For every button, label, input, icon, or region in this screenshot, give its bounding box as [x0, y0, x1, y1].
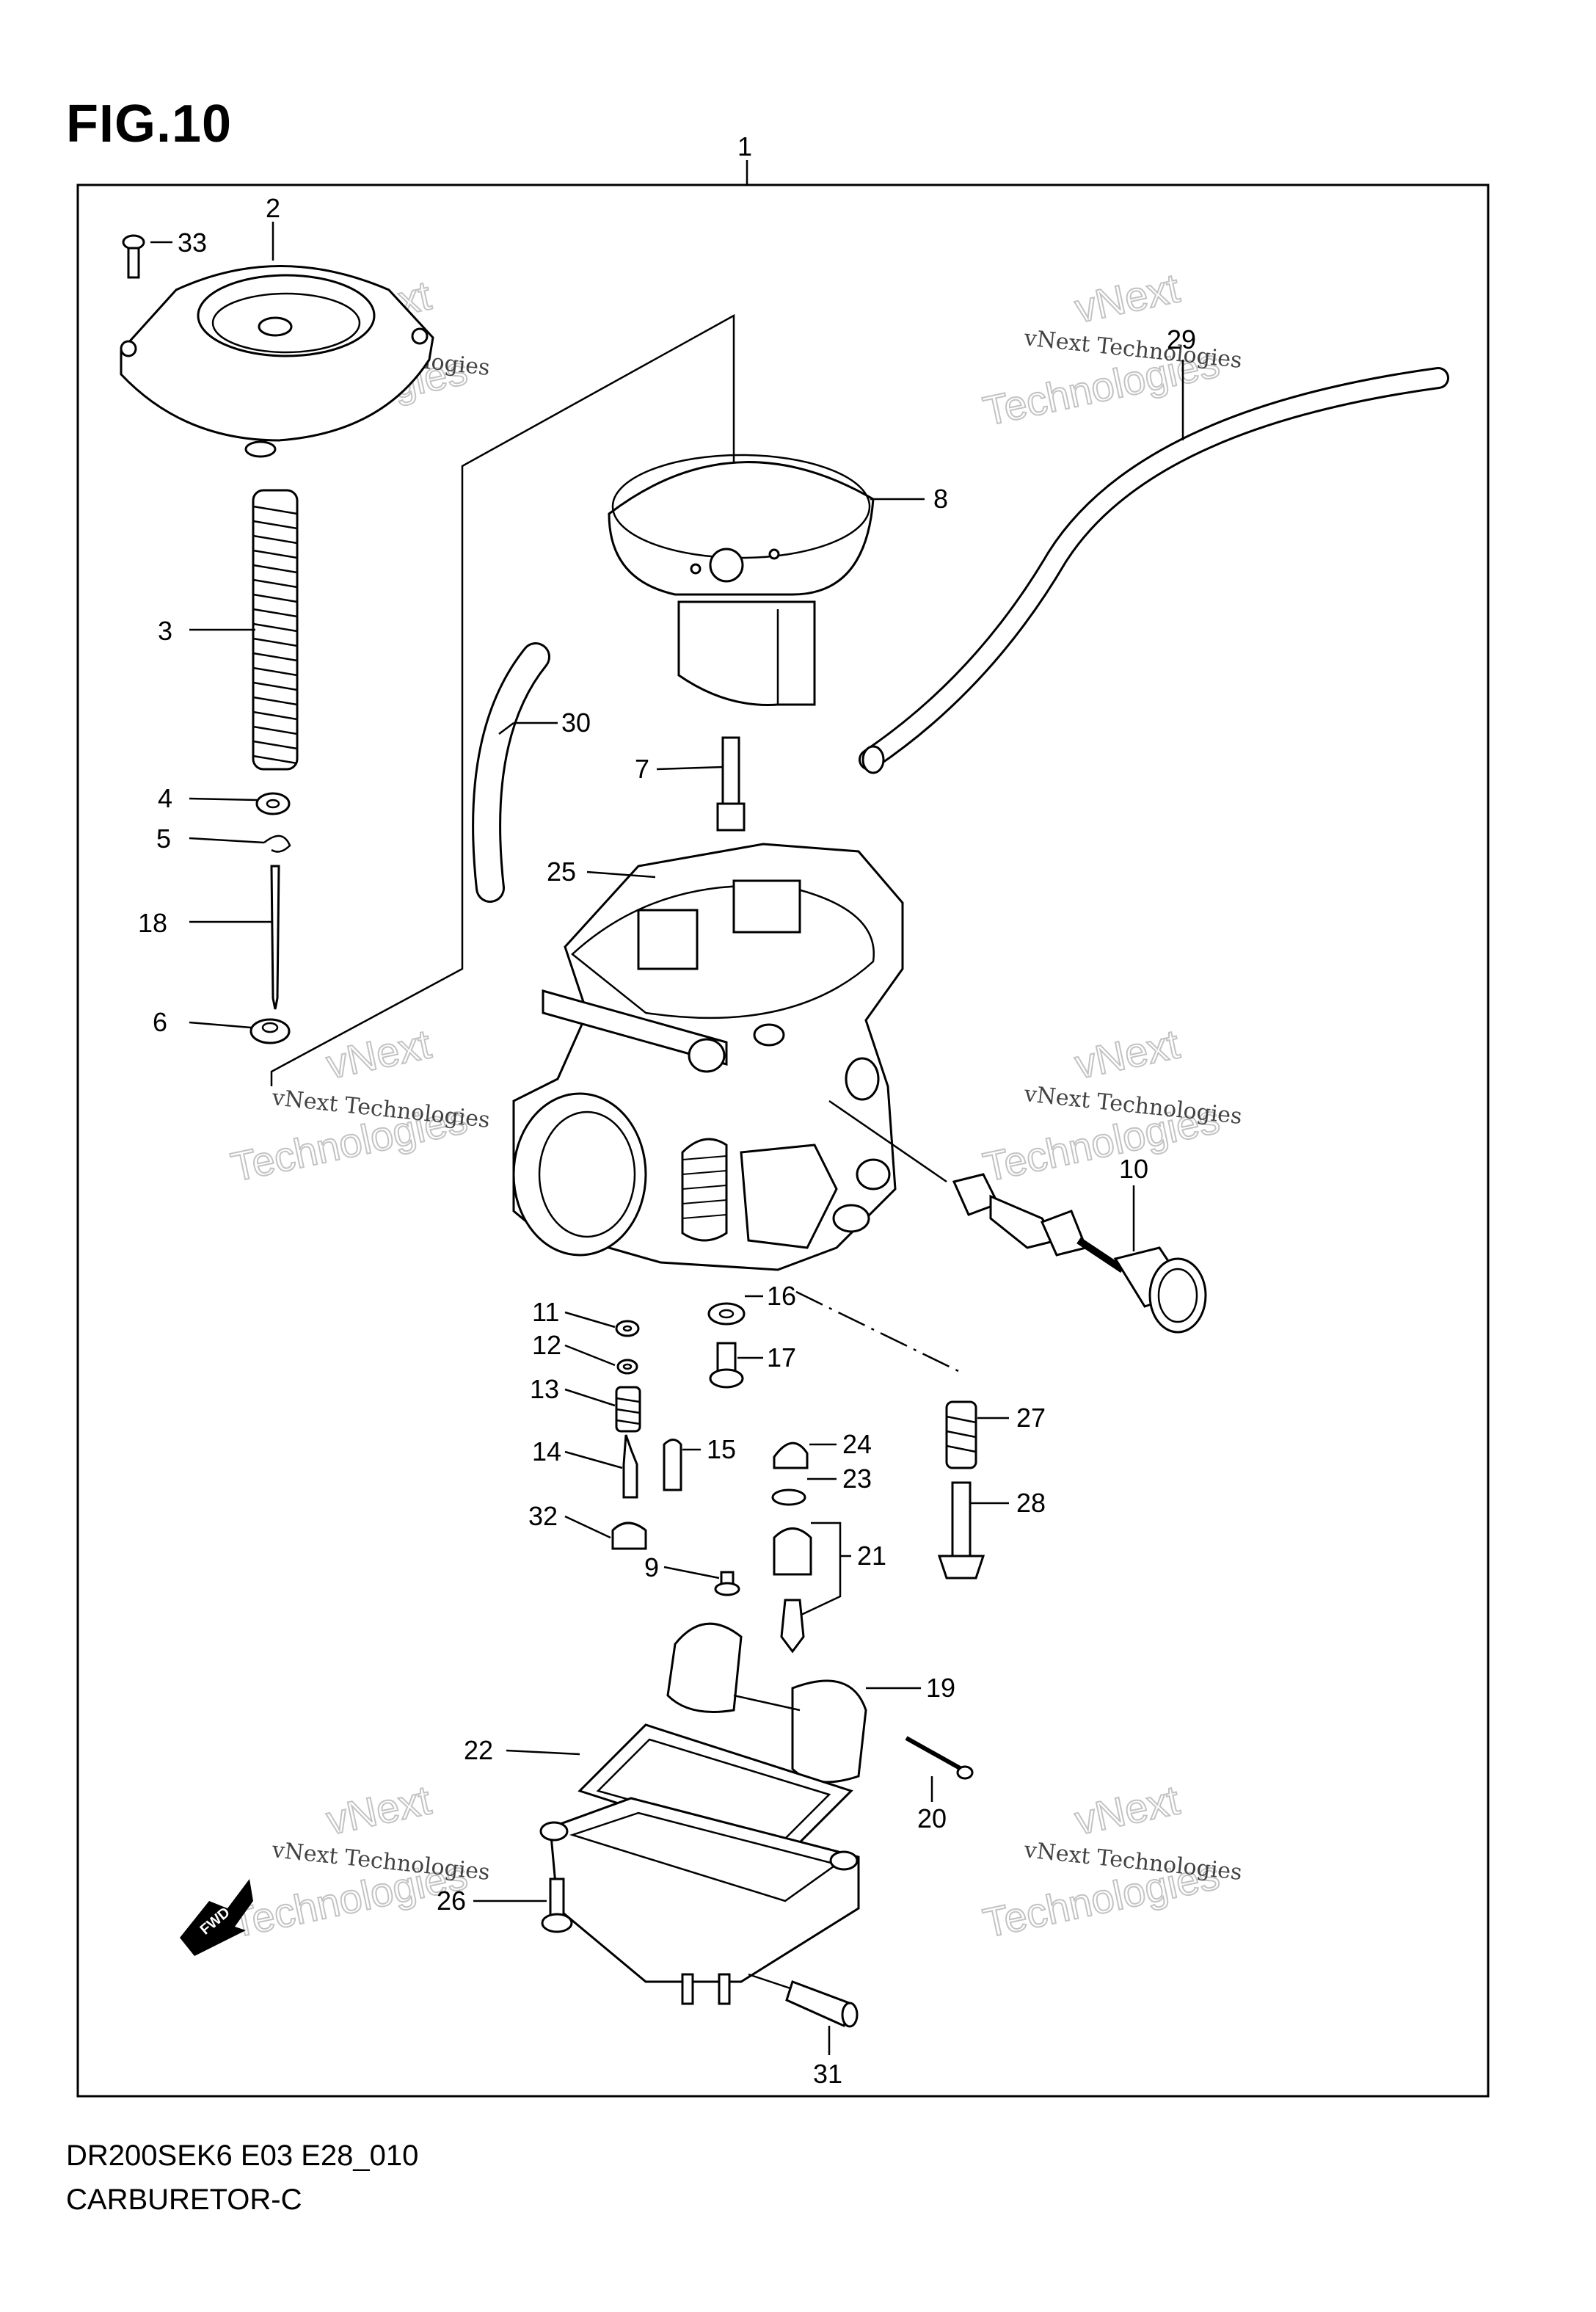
needle-seat-6: [249, 1018, 291, 1044]
top-cap-2: [120, 265, 434, 458]
model-code: DR200SEK6 E03 E28_010: [66, 2140, 419, 2172]
fwd-arrow: FWD: [180, 1879, 253, 1956]
watermark-bottom-left: Technologies vNext vNext Technologies: [226, 1775, 491, 1946]
callout-14: 14: [532, 1436, 561, 1466]
callout-22: 22: [464, 1735, 493, 1765]
choke-plunger-10: [952, 1173, 1207, 1334]
spring-27: [945, 1400, 977, 1469]
screw-9: [714, 1571, 740, 1596]
screw-7: [716, 736, 746, 832]
jet-needle-18: [270, 865, 280, 1010]
svg-text:vNext: vNext: [322, 1020, 435, 1087]
callout-13: 13: [530, 1374, 559, 1404]
callout-15: 15: [707, 1434, 736, 1464]
spring-3: [252, 489, 299, 771]
jet-15: [663, 1439, 682, 1491]
callout-25: 25: [547, 857, 576, 887]
svg-text:vNext: vNext: [1071, 1020, 1184, 1087]
washer-23: [771, 1488, 806, 1506]
callout-19: 19: [926, 1673, 955, 1703]
callout-29: 29: [1167, 324, 1196, 355]
callout-10: 10: [1119, 1154, 1148, 1184]
float-19: [666, 1622, 867, 1784]
callout-32: 32: [528, 1501, 558, 1531]
callout-30: 30: [561, 708, 591, 738]
callout-24: 24: [842, 1429, 872, 1459]
screw-26: [541, 1877, 573, 1933]
clip-5: [263, 835, 291, 853]
callout-12: 12: [532, 1330, 561, 1360]
cap-32: [611, 1522, 647, 1550]
callout-20: 20: [917, 1803, 947, 1833]
callout-5: 5: [156, 824, 171, 854]
svg-text:vNext: vNext: [1071, 264, 1184, 331]
float-valve-21: [773, 1527, 812, 1654]
washer-11: [615, 1320, 640, 1337]
callout-9: 9: [644, 1552, 659, 1582]
svg-text:vNext: vNext: [322, 1776, 435, 1843]
washer-16: [707, 1302, 746, 1326]
callout-7: 7: [635, 754, 649, 784]
carburetor-body: [512, 843, 904, 1271]
callout-27: 27: [1016, 1403, 1046, 1433]
callout-17: 17: [767, 1342, 796, 1373]
washer-12: [616, 1359, 638, 1375]
watermark-top-right: Technologies vNext vNext Technologies: [978, 263, 1243, 435]
callout-31: 31: [813, 2059, 842, 2089]
washer-4: [255, 792, 291, 815]
float-pin-20: [905, 1736, 974, 1780]
hose-29: [859, 367, 1449, 771]
callout-1: 1: [737, 131, 752, 161]
diagram-frame: [76, 183, 1490, 2098]
callout-3: 3: [158, 616, 172, 646]
float-bowl: [539, 1797, 860, 2005]
screw-33: [122, 234, 145, 279]
bolt-17: [709, 1342, 744, 1389]
watermark-mid-left: Technologies vNext vNext Technologies: [226, 1019, 491, 1190]
pilot-screw-14: [622, 1434, 638, 1499]
watermark-bottom-right: Technologies vNext vNext Technologies: [978, 1775, 1243, 1946]
callout-16: 16: [767, 1281, 796, 1311]
svg-text:vNext: vNext: [1071, 1776, 1184, 1843]
callout-11: 11: [532, 1297, 559, 1327]
spring-13: [615, 1386, 641, 1433]
cap-24: [773, 1442, 809, 1469]
callout-23: 23: [842, 1464, 872, 1494]
screw-28: [937, 1481, 985, 1579]
callout-26: 26: [437, 1886, 466, 1916]
piston-diaphragm-8: [608, 454, 875, 706]
callout-33: 33: [178, 228, 207, 258]
part-name: CARBURETOR-C: [66, 2184, 302, 2216]
watermark-mid-right: Technologies vNext vNext Technologies: [978, 1019, 1243, 1190]
callout-28: 28: [1016, 1488, 1046, 1518]
callout-8: 8: [933, 484, 948, 514]
figure-title: FIG.10: [66, 95, 233, 153]
drain-screw-31: [748, 1973, 859, 2028]
callout-4: 4: [158, 783, 172, 813]
callout-21: 21: [857, 1541, 886, 1571]
callout-2: 2: [266, 193, 280, 223]
callout-6: 6: [153, 1007, 167, 1037]
callout-18: 18: [138, 908, 167, 938]
